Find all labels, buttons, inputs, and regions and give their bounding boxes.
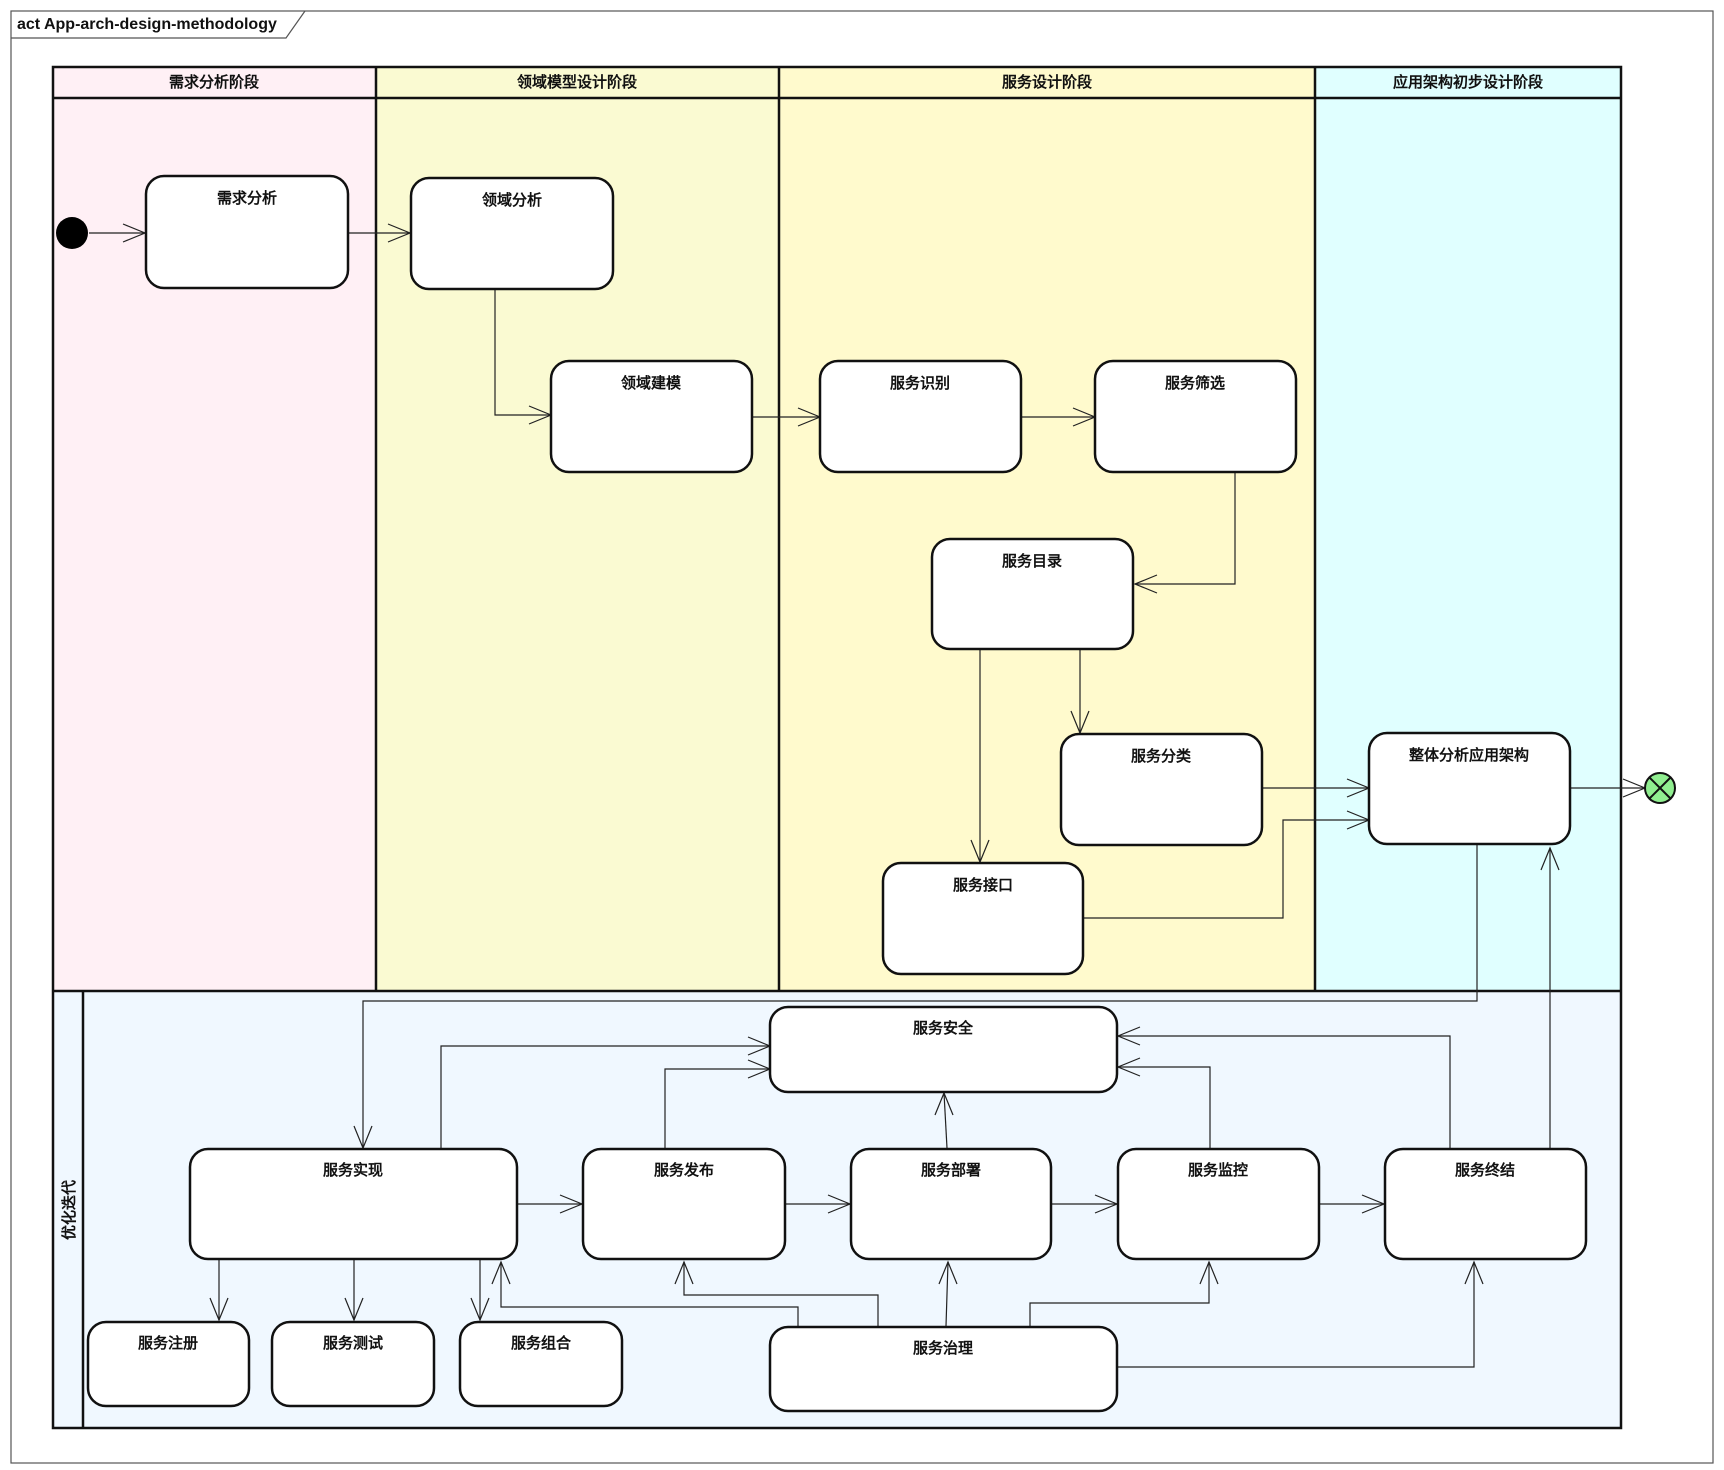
node-overall-arch[interactable]: 整体分析应用架构 [1367,731,1572,846]
node-label: 服务治理 [913,1339,973,1357]
node-label: 服务监控 [1188,1161,1248,1179]
node-service-deploy[interactable]: 服务部署 [849,1147,1053,1261]
frame-title: act App-arch-design-methodology [17,16,277,33]
node-service-monitor[interactable]: 服务监控 [1116,1147,1321,1261]
frame-title-tab [11,10,306,39]
node-label: 领域建模 [620,374,682,392]
edge-governance-to-deploy [945,1261,949,1327]
node-service-register[interactable]: 服务注册 [86,1320,251,1408]
node-service-classification[interactable]: 服务分类 [1059,732,1264,847]
node-service-test[interactable]: 服务测试 [270,1320,436,1408]
edge-governance-to-publish [683,1262,879,1326]
edge-publish-to-security [664,1068,770,1148]
node-service-terminate[interactable]: 服务终结 [1383,1147,1588,1261]
node-label: 服务筛选 [1165,374,1225,392]
node-label: 服务部署 [921,1161,981,1179]
edge-interface-to-overall [1084,819,1369,919]
edge-implementation-to-security [440,1045,770,1148]
edges [89,232,1645,1368]
node-domain-modeling[interactable]: 领域建模 [549,359,754,474]
node-service-governance[interactable]: 服务治理 [768,1325,1119,1413]
lane-title-optimization: 优化迭代 [60,1180,78,1240]
node-label: 领域分析 [481,191,542,209]
node-label: 服务安全 [913,1019,974,1037]
lane-title-app-arch: 应用架构初步设计阶段 [1393,73,1543,91]
node-label: 需求分析 [217,189,277,207]
lane-app-arch [1315,67,1621,991]
edge-terminate-to-security [1118,1035,1451,1148]
node-service-catalog[interactable]: 服务目录 [930,537,1135,651]
node-label: 服务注册 [138,1334,198,1352]
lane-borders [51,65,1623,1430]
node-service-publish[interactable]: 服务发布 [581,1147,787,1261]
node-service-implementation[interactable]: 服务实现 [188,1147,519,1261]
edge-deploy-to-security [943,1092,948,1149]
node-label: 服务测试 [323,1334,383,1352]
lane-title-service-design: 服务设计阶段 [1002,73,1092,91]
lane-title-domain-model: 领域模型设计阶段 [516,73,637,91]
edge-overall-to-implementation [362,845,1478,1148]
node-label: 服务接口 [953,876,1013,894]
edge-domain-analysis-to-modeling [494,290,551,416]
node-service-identification[interactable]: 服务识别 [818,359,1023,474]
node-label: 服务识别 [890,374,950,392]
node-domain-analysis[interactable]: 领域分析 [409,176,615,291]
node-service-filtering[interactable]: 服务筛选 [1093,359,1298,474]
edge-governance-to-terminate [1116,1262,1475,1368]
node-label: 服务实现 [323,1161,383,1179]
node-label: 服务目录 [1002,552,1062,570]
initial-node [56,217,88,249]
final-node [1644,772,1676,804]
edge-filtering-to-catalog [1135,473,1236,585]
edge-monitor-to-security [1118,1066,1211,1148]
node-label: 服务组合 [511,1334,572,1352]
node-requirements-analysis[interactable]: 需求分析 [144,174,350,290]
edge-governance-to-implementation [500,1262,799,1326]
node-label: 服务发布 [654,1161,714,1179]
node-service-compose[interactable]: 服务组合 [458,1320,624,1408]
node-service-interface[interactable]: 服务接口 [881,861,1085,976]
lane-title-requirements: 需求分析阶段 [169,73,259,91]
node-label: 服务分类 [1131,747,1192,765]
edge-governance-to-monitor [1029,1262,1210,1326]
node-service-security[interactable]: 服务安全 [768,1005,1119,1094]
node-label: 整体分析应用架构 [1409,746,1529,764]
node-label: 服务终结 [1455,1161,1515,1179]
